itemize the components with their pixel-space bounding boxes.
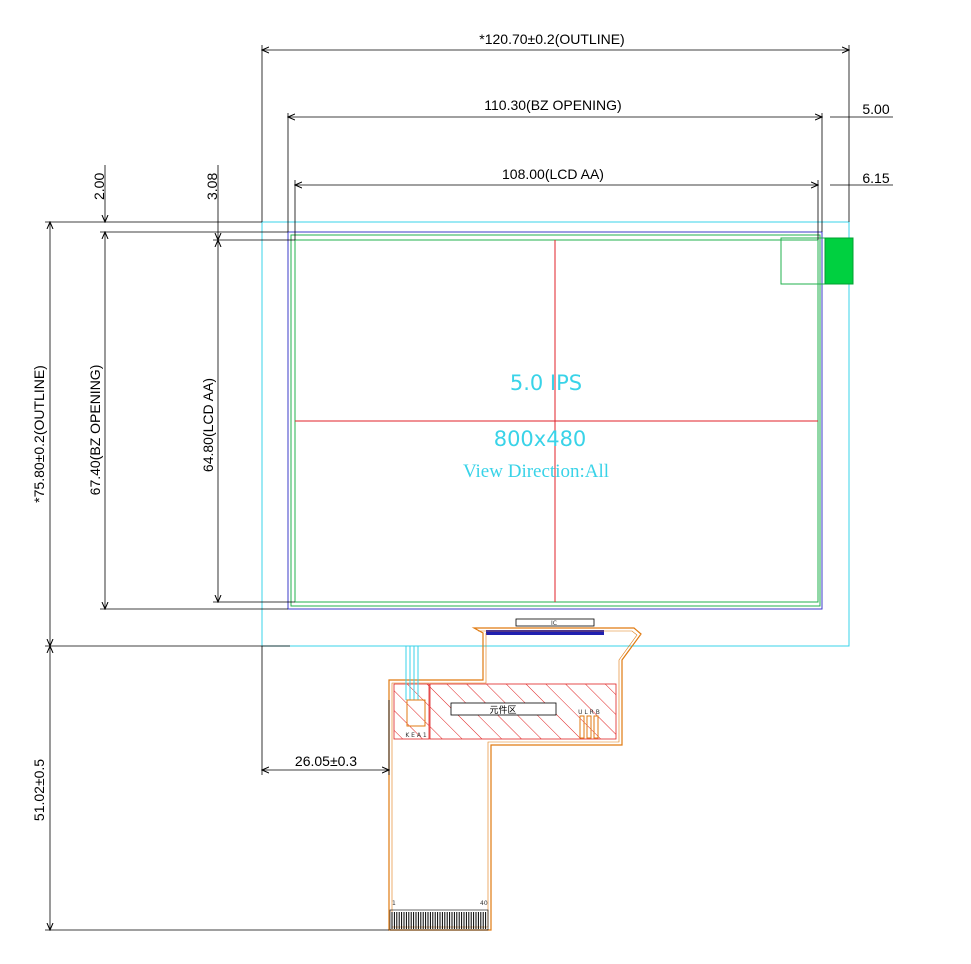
panel-size-label: 5.0 IPS <box>510 371 582 395</box>
bz-opening-rect <box>287 231 823 610</box>
fpc-outline <box>388 627 642 931</box>
ic-box <box>515 618 595 627</box>
dim-top-offset-200: 2.00 <box>91 173 107 200</box>
touch-traces <box>405 646 419 700</box>
view-direction-label: View Direction:All <box>463 461 609 482</box>
fpc-bond-strip <box>486 630 604 635</box>
gold-finger-connector <box>389 909 489 931</box>
fpc-outline-inner <box>391 630 638 928</box>
dim-outline-height: *75.80±0.2(OUTLINE) <box>31 365 47 503</box>
dim-right-offset-615: 6.15 <box>862 170 889 186</box>
component-zone-left <box>393 683 430 740</box>
right-pads <box>579 715 599 739</box>
bz-inner-rect <box>290 234 821 607</box>
dim-lcd-aa-height: 64.80(LCD AA) <box>200 378 216 472</box>
left-pin-marks: K E A 1 <box>405 732 427 739</box>
dim-lcd-aa-width: 108.00(LCD AA) <box>502 166 604 182</box>
dim-fpc-length: 51.02±0.5 <box>31 759 47 821</box>
dim-bz-opening-height: 67.40(BZ OPENING) <box>87 365 103 496</box>
dim-top-offset-308: 3.08 <box>204 173 220 200</box>
dim-bz-opening-width: 110.30(BZ OPENING) <box>484 97 621 113</box>
panel-resolution-label: 800x480 <box>494 427 587 451</box>
pin-start-label: 1 <box>392 900 396 907</box>
green-tab <box>824 237 854 285</box>
outline-rect <box>261 221 850 647</box>
dim-right-offset-5: 5.00 <box>862 101 889 117</box>
pin-end-label: 40 <box>480 900 488 907</box>
touch-connector <box>406 699 426 727</box>
ic-label: IC <box>551 620 557 627</box>
component-zone-label: 元件区 <box>489 704 516 716</box>
gold-fingers <box>391 912 487 929</box>
right-pin-marks: U L R B <box>578 709 600 716</box>
component-zone-label-box <box>450 702 557 716</box>
dim-fpc-offset: 26.05±0.3 <box>295 753 357 769</box>
dim-outline-width: *120.70±0.2(OUTLINE) <box>479 31 624 47</box>
